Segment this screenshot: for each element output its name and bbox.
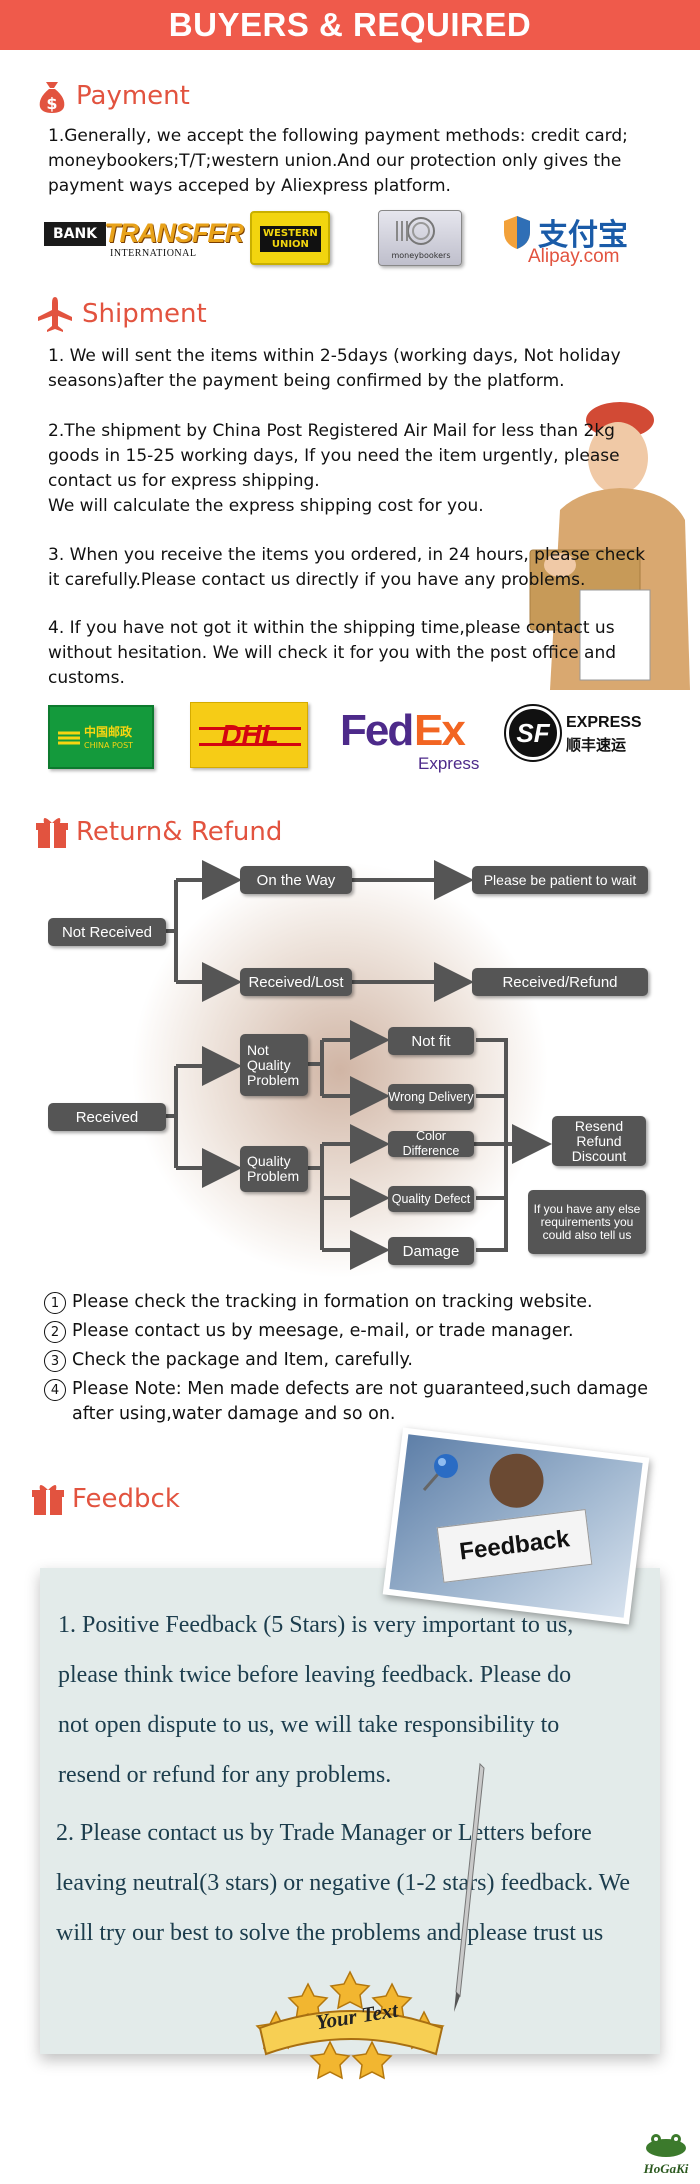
flow-quality-problem: Quality Problem	[240, 1146, 308, 1192]
feedback-line-1: 1. Positive Feedback (5 Stars) is very i…	[58, 1612, 574, 1638]
page-banner: BUYERS & REQUIRED	[0, 0, 700, 50]
shipment-title: Shipment	[82, 299, 207, 329]
western-union-logo: WESTERN UNION	[250, 211, 330, 265]
money-bag-icon: $	[39, 82, 65, 113]
gift-box-icon	[32, 1485, 64, 1515]
payment-heading: $ Payment	[36, 78, 190, 114]
gold-stars-badge	[255, 1970, 445, 2080]
flow-color-difference: Color Difference	[388, 1129, 474, 1158]
flow-wrong-delivery: Wrong Delivery	[388, 1084, 474, 1110]
flow-else-requirements: If you have any else requirements you co…	[528, 1190, 646, 1254]
alipay-logo: 支付宝 Alipay.com	[502, 212, 652, 268]
flow-not-quality-problem: Not Quality Problem	[240, 1034, 308, 1096]
refund-note-3: 3 Check the package and Item, carefully.	[44, 1348, 664, 1373]
handshake-background-illustration	[130, 860, 550, 1280]
gift-box-icon	[36, 818, 68, 848]
refund-note-2: 2 Please contact us by meesage, e-mail, …	[44, 1319, 664, 1344]
note-number: 1	[44, 1292, 66, 1314]
shield-icon	[504, 216, 530, 249]
dhl-logo: DHL	[190, 702, 308, 768]
feedback-line-6: leaving neutral(3 stars) or negative (1-…	[56, 1870, 631, 1896]
refund-note-4: 4 Please Note: Men made defects are not …	[44, 1377, 664, 1427]
feedback-line-7: will try our best to solve the problems …	[56, 1920, 604, 1946]
feedback-heading: Feedbck	[32, 1482, 180, 1516]
shipment-text-1: 1. We will sent the items within 2-5days…	[48, 346, 621, 391]
flow-received: Received	[48, 1103, 166, 1131]
feedback-line-4: resend or refund for any problems.	[58, 1762, 392, 1788]
push-pin-icon	[422, 1454, 458, 1491]
flow-resend-refund-discount: Resend Refund Discount	[552, 1116, 646, 1166]
feedback-line-2: please think twice before leaving feedba…	[58, 1662, 572, 1688]
shipment-text-4: 4. If you have not got it within the shi…	[48, 618, 617, 688]
shipment-heading: Shipment	[36, 295, 207, 333]
china-post-logo: 中国邮政 CHINA POST	[48, 705, 154, 769]
shipment-text-2: 2.The shipment by China Post Registered …	[48, 421, 620, 516]
flow-not-fit: Not fit	[388, 1027, 474, 1055]
moneybookers-rings-icon	[396, 217, 435, 245]
delivery-man-illustration	[529, 402, 690, 690]
bank-transfer-logo: BANK TRANSFER INTERNATIONAL	[44, 218, 244, 260]
feedback-sign: Feedback	[436, 1509, 593, 1583]
fedex-logo: Fed Ex Express	[340, 706, 480, 773]
feedback-line-5: 2. Please contact us by Trade Manager or…	[56, 1820, 592, 1846]
china-post-emblem-icon	[58, 731, 80, 745]
refund-flow-connectors	[166, 860, 552, 1270]
payment-title: Payment	[76, 81, 190, 111]
shipment-text-3: 3. When you receive the items you ordere…	[48, 545, 646, 590]
frog-logo-icon	[646, 2134, 686, 2157]
note-number: 2	[44, 1321, 66, 1343]
refund-title: Return& Refund	[76, 817, 283, 847]
airplane-icon	[38, 297, 72, 332]
flow-on-the-way: On the Way	[240, 866, 352, 894]
pen-illustration	[454, 1762, 485, 2012]
refund-note-1: 1 Please check the tracking in formation…	[44, 1290, 664, 1315]
feedback-title: Feedbck	[72, 1484, 180, 1514]
note-number: 3	[44, 1350, 66, 1372]
note-number: 4	[44, 1379, 66, 1401]
flow-quality-defect: Quality Defect	[388, 1186, 474, 1212]
feedback-line-3: not open dispute to us, we will take res…	[58, 1712, 560, 1738]
payment-text: 1.Generally, we accept the following pay…	[48, 126, 628, 196]
flow-received-refund: Received/Refund	[472, 968, 648, 996]
refund-heading: Return& Refund	[36, 815, 282, 849]
moneybookers-logo: moneybookers	[378, 210, 462, 266]
svg-text:$: $	[46, 94, 57, 113]
sf-express-logo: SF EXPRESS 顺丰速运	[506, 706, 656, 762]
brand-logo: HoGaKi	[638, 2132, 694, 2178]
flow-damage: Damage	[388, 1237, 474, 1265]
flow-not-received: Not Received	[48, 918, 166, 946]
flow-received-lost: Received/Lost	[240, 968, 352, 996]
flow-be-patient: Please be patient to wait	[472, 866, 648, 894]
